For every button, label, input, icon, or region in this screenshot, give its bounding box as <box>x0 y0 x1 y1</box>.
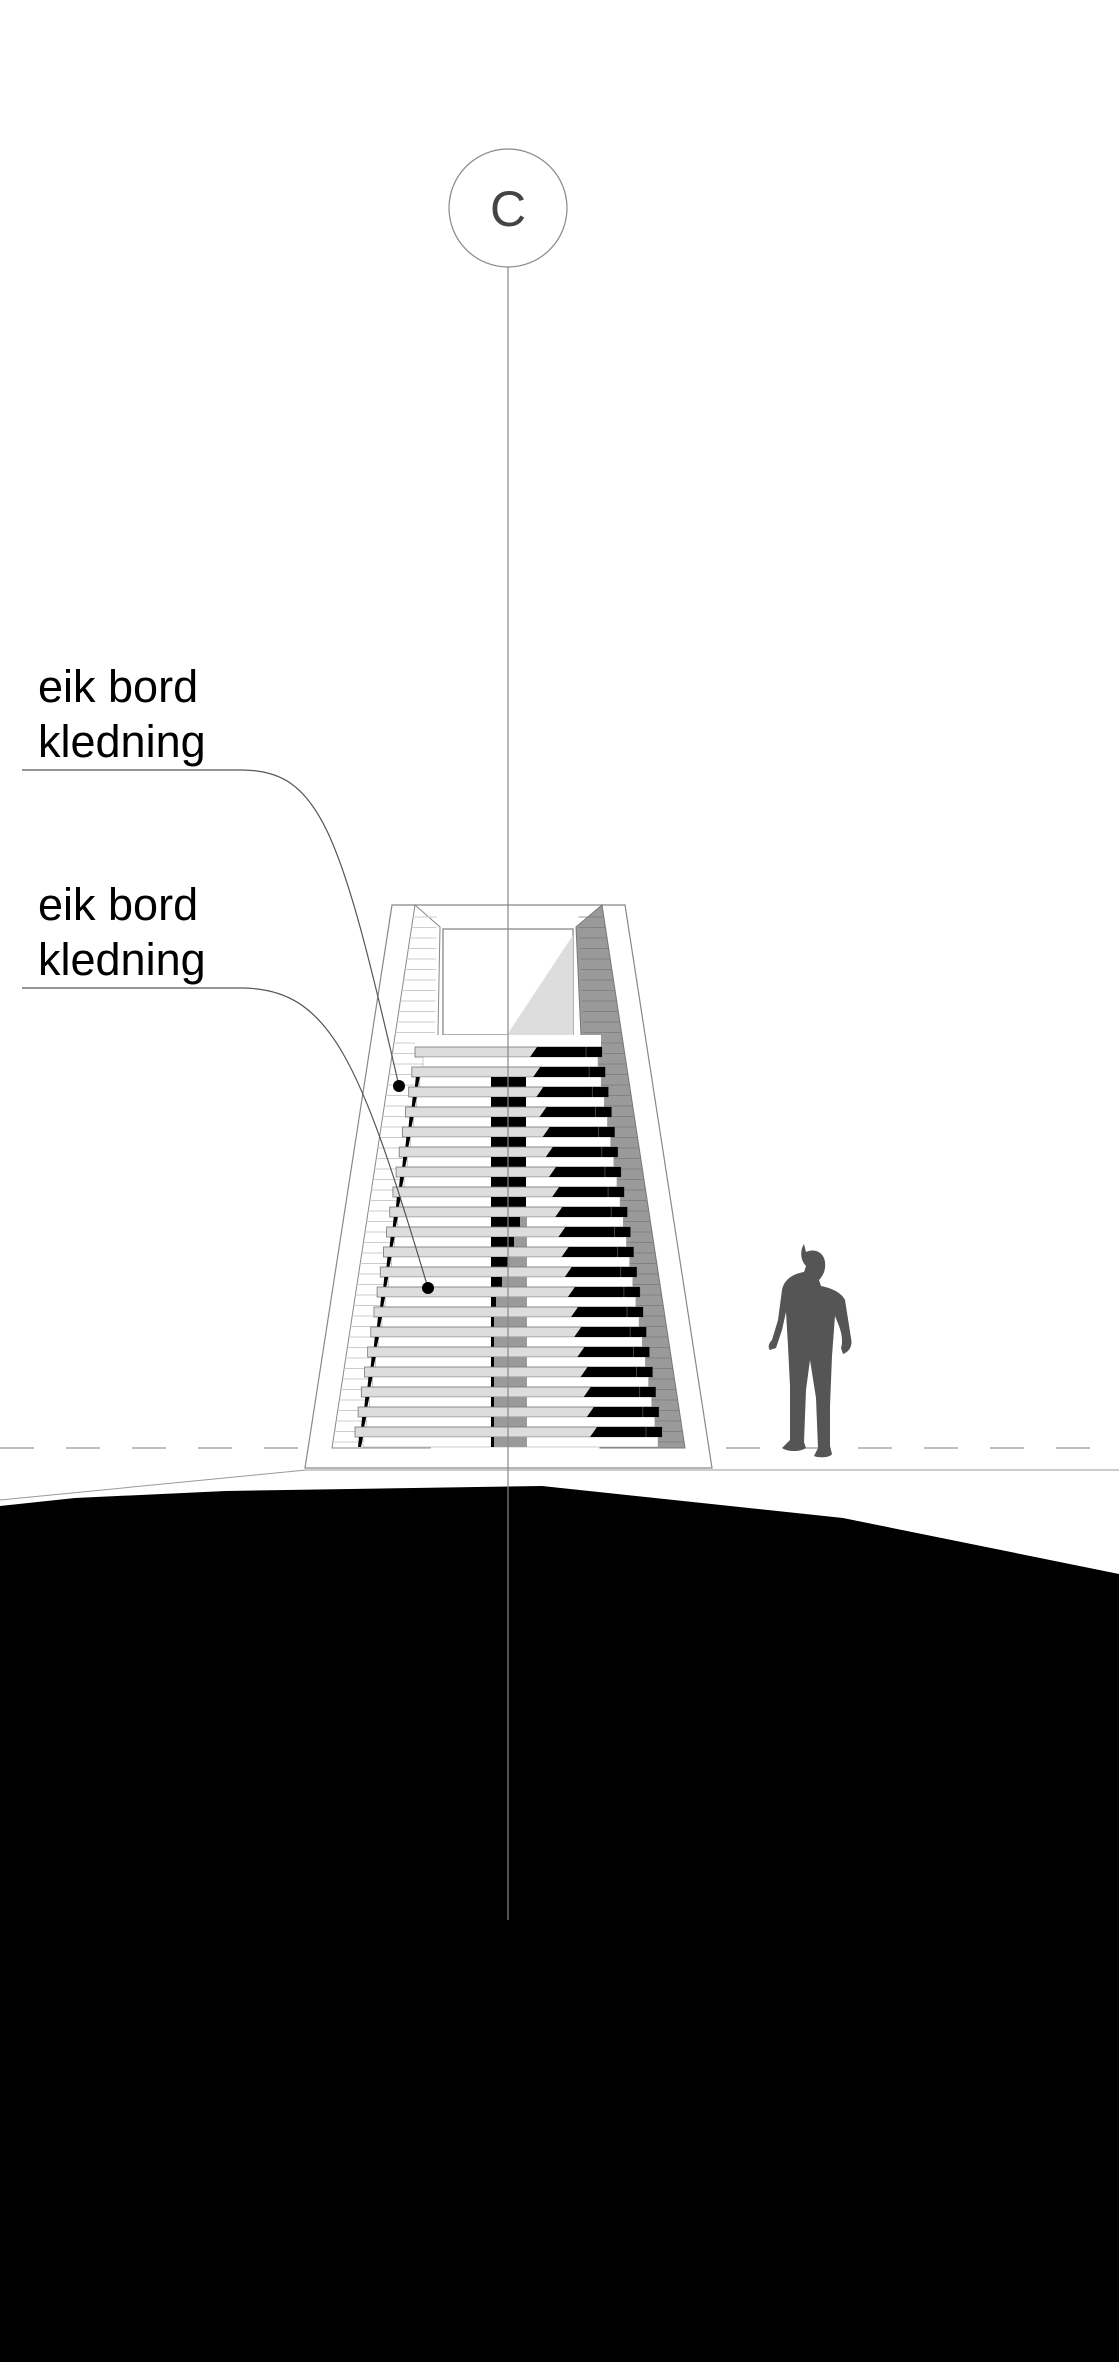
slat-shadow <box>542 1127 615 1137</box>
center-post-shadow <box>520 1217 527 1227</box>
slat-shadow <box>586 1407 659 1417</box>
slat-edge-shadow <box>386 1257 392 1267</box>
slat-edge-shadow <box>392 1217 398 1227</box>
slat-edge-shadow <box>383 1277 389 1287</box>
slat-edge-shadow <box>358 1437 363 1447</box>
slat-shadow <box>571 1307 644 1317</box>
annotation-1-dot <box>393 1080 405 1092</box>
center-post-shadow <box>494 1317 527 1327</box>
center-post-shadow <box>494 1377 527 1387</box>
person-silhouette <box>768 1244 852 1458</box>
slat-shadow <box>552 1187 625 1197</box>
slat-shadow <box>533 1067 606 1077</box>
slat-shadow <box>590 1427 662 1437</box>
window-shadow <box>507 935 573 1035</box>
center-post-shadow <box>494 1397 527 1407</box>
center-post-shadow <box>494 1417 527 1427</box>
slat-edge-shadow <box>367 1377 373 1387</box>
slat-edge-shadow <box>408 1117 414 1127</box>
slat-edge-shadow <box>373 1337 379 1347</box>
annotation-2-leader <box>22 987 429 1289</box>
slat-shadow <box>561 1247 634 1257</box>
slat-edge-shadow <box>411 1097 417 1107</box>
annotation-2-line1: eik bord <box>38 879 198 930</box>
slat-shadow <box>539 1107 612 1117</box>
annotation-2-dot <box>422 1282 434 1294</box>
center-post-shadow <box>496 1297 527 1307</box>
slat-edge-shadow <box>402 1157 408 1167</box>
center-post-shadow <box>494 1357 527 1367</box>
slat-shadow <box>577 1347 650 1357</box>
slat-shadow <box>545 1147 618 1157</box>
grid-marker-circle <box>448 148 568 268</box>
slat-edge-shadow <box>364 1397 370 1407</box>
terrain-line <box>0 1469 307 1501</box>
slat-shadow <box>574 1327 647 1337</box>
center-post-shadow <box>502 1277 527 1287</box>
center-post-shadow <box>514 1237 527 1247</box>
annotation-2-line2: kledning <box>38 934 206 985</box>
slat-shadow <box>580 1367 653 1377</box>
ground-section <box>0 1486 1119 2362</box>
slat-edge-shadow <box>370 1357 376 1367</box>
slat-shadow <box>558 1227 631 1237</box>
slat-shadow <box>548 1167 621 1177</box>
slat-edge-shadow <box>389 1237 395 1247</box>
annotation-1-line1: eik bord <box>38 661 198 712</box>
center-post-shadow <box>508 1257 527 1267</box>
slat-shadow <box>567 1287 640 1297</box>
slat-edge-shadow <box>399 1177 405 1187</box>
slat-shadow <box>564 1267 637 1277</box>
slat-edge-shadow <box>395 1197 401 1207</box>
slat-shadow <box>536 1087 609 1097</box>
slat-shadow <box>530 1047 602 1057</box>
annotation-1-leader <box>22 769 400 1087</box>
slat-shadow <box>555 1207 628 1217</box>
slat-edge-shadow <box>414 1077 420 1087</box>
annotation-1-line2: kledning <box>38 716 206 767</box>
slat-edge-shadow <box>380 1297 386 1307</box>
slat-edge-shadow <box>361 1417 367 1427</box>
slat-gap <box>422 1056 599 1068</box>
center-post-shadow <box>494 1437 527 1447</box>
center-post-shadow <box>494 1337 527 1347</box>
grid-marker-label: C <box>490 181 526 237</box>
slat-edge-shadow <box>376 1317 382 1327</box>
slat-edge-shadow <box>405 1137 411 1147</box>
slat-shadow <box>583 1387 656 1397</box>
